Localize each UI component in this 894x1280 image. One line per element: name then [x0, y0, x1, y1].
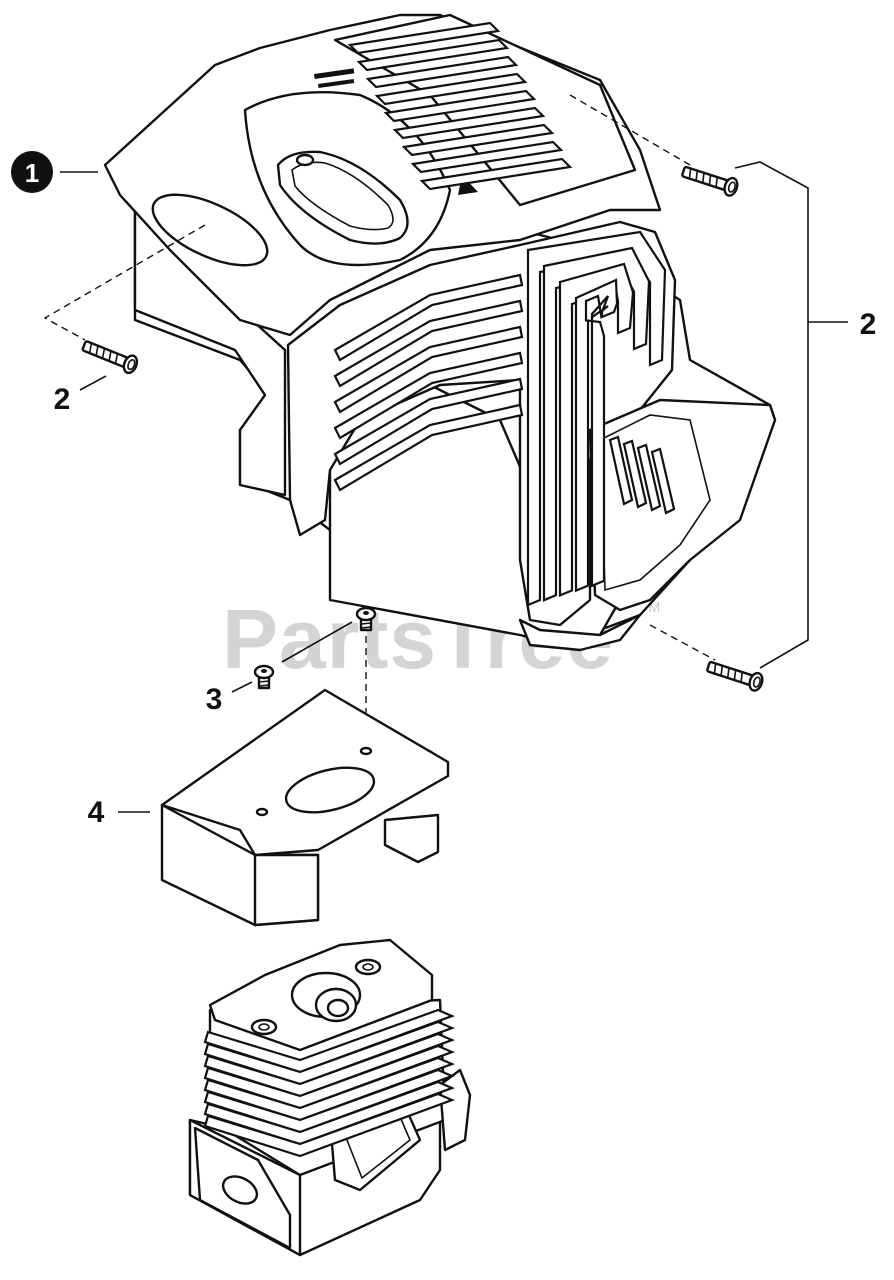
rear-slat	[383, 89, 537, 123]
rear-slat	[347, 21, 501, 55]
rear-slat	[356, 38, 510, 72]
callout-3-label: 3	[206, 683, 223, 716]
rear-slat	[401, 123, 555, 157]
cylinder-fins	[203, 1008, 455, 1158]
front-grille-slats	[526, 230, 667, 607]
front-slat	[584, 294, 610, 588]
cylinder-fin	[203, 1068, 455, 1134]
cylinder-fin	[203, 1080, 455, 1146]
callout-1-label: 1	[25, 158, 39, 188]
cylinder-bolt-left	[250, 1018, 278, 1036]
side-slat	[333, 325, 524, 414]
rear-grille-slats	[347, 21, 573, 191]
cylinder-fin	[203, 1008, 455, 1074]
cylinder-spark-plug-hole	[326, 998, 350, 1018]
side-slat	[333, 299, 524, 388]
cylinder-bolt-top-hole	[362, 963, 374, 971]
cylinder-fin	[203, 1020, 455, 1086]
cover-oval-recess	[151, 193, 269, 267]
front-slat	[558, 262, 635, 598]
cylinder-fin	[203, 1044, 455, 1110]
side-slat	[333, 377, 524, 466]
small-screw-lower	[253, 664, 275, 690]
cover-chin-flap	[588, 398, 777, 612]
front-slat	[542, 246, 651, 602]
cylinder-side-port	[438, 1068, 472, 1152]
shield-right-tab	[383, 813, 440, 864]
callout-2-right-label: 2	[860, 308, 877, 341]
dash-line-lower-right	[649, 624, 716, 661]
shield-hole-front	[255, 807, 269, 817]
shield-front-side	[253, 853, 320, 927]
shield-top-plate	[160, 688, 450, 857]
cylinder-bolt-left-hole	[258, 1023, 270, 1031]
callout-1: 1	[11, 151, 98, 193]
side-slat	[333, 273, 524, 362]
shield-edge-mark	[423, 747, 433, 753]
callout-2-left-label: 2	[54, 383, 71, 416]
cover-logo-mark	[314, 68, 355, 88]
cover-slot-pin	[295, 153, 315, 167]
cylinder-bolt-top	[354, 958, 382, 976]
screw-upper-right	[681, 165, 739, 197]
dash-line-left	[43, 224, 206, 341]
shield-hole-top	[359, 746, 373, 756]
cylinder-intake-port	[221, 1175, 259, 1205]
small-screw-upper	[355, 606, 377, 632]
side-slat	[333, 351, 524, 440]
callout-4-label: 4	[88, 796, 105, 829]
cover-bottom-lip	[518, 613, 642, 652]
chin-slat	[608, 435, 634, 506]
callout-2-bracket	[734, 161, 809, 669]
callout-2-left-leader	[79, 375, 107, 391]
screw-left	[81, 340, 139, 375]
callout-1-badge	[11, 151, 53, 193]
cylinder-fin	[203, 1092, 455, 1158]
chin-slat	[622, 439, 648, 509]
cylinder-fin	[203, 1032, 455, 1098]
heat-shield-part	[160, 688, 450, 927]
chin-slat	[636, 443, 662, 512]
side-grille-slats	[333, 273, 524, 492]
rear-slat	[374, 72, 528, 106]
cover-slot-inner	[291, 161, 394, 231]
shield-oval-opening	[284, 766, 376, 814]
callout-3-link	[281, 621, 353, 663]
callout-3-leader	[231, 681, 253, 693]
cover-slot-outer	[276, 150, 409, 245]
cover-chin-inner	[599, 414, 711, 592]
cylinder-fin	[203, 1056, 455, 1122]
side-slat	[333, 403, 524, 492]
rear-slat	[419, 157, 573, 191]
chin-slat	[650, 447, 676, 515]
rear-slat	[365, 55, 519, 89]
rear-slat	[410, 140, 564, 174]
chin-grille-slats	[608, 435, 676, 515]
screw-lower-right	[706, 660, 764, 692]
rear-slat	[392, 106, 546, 140]
